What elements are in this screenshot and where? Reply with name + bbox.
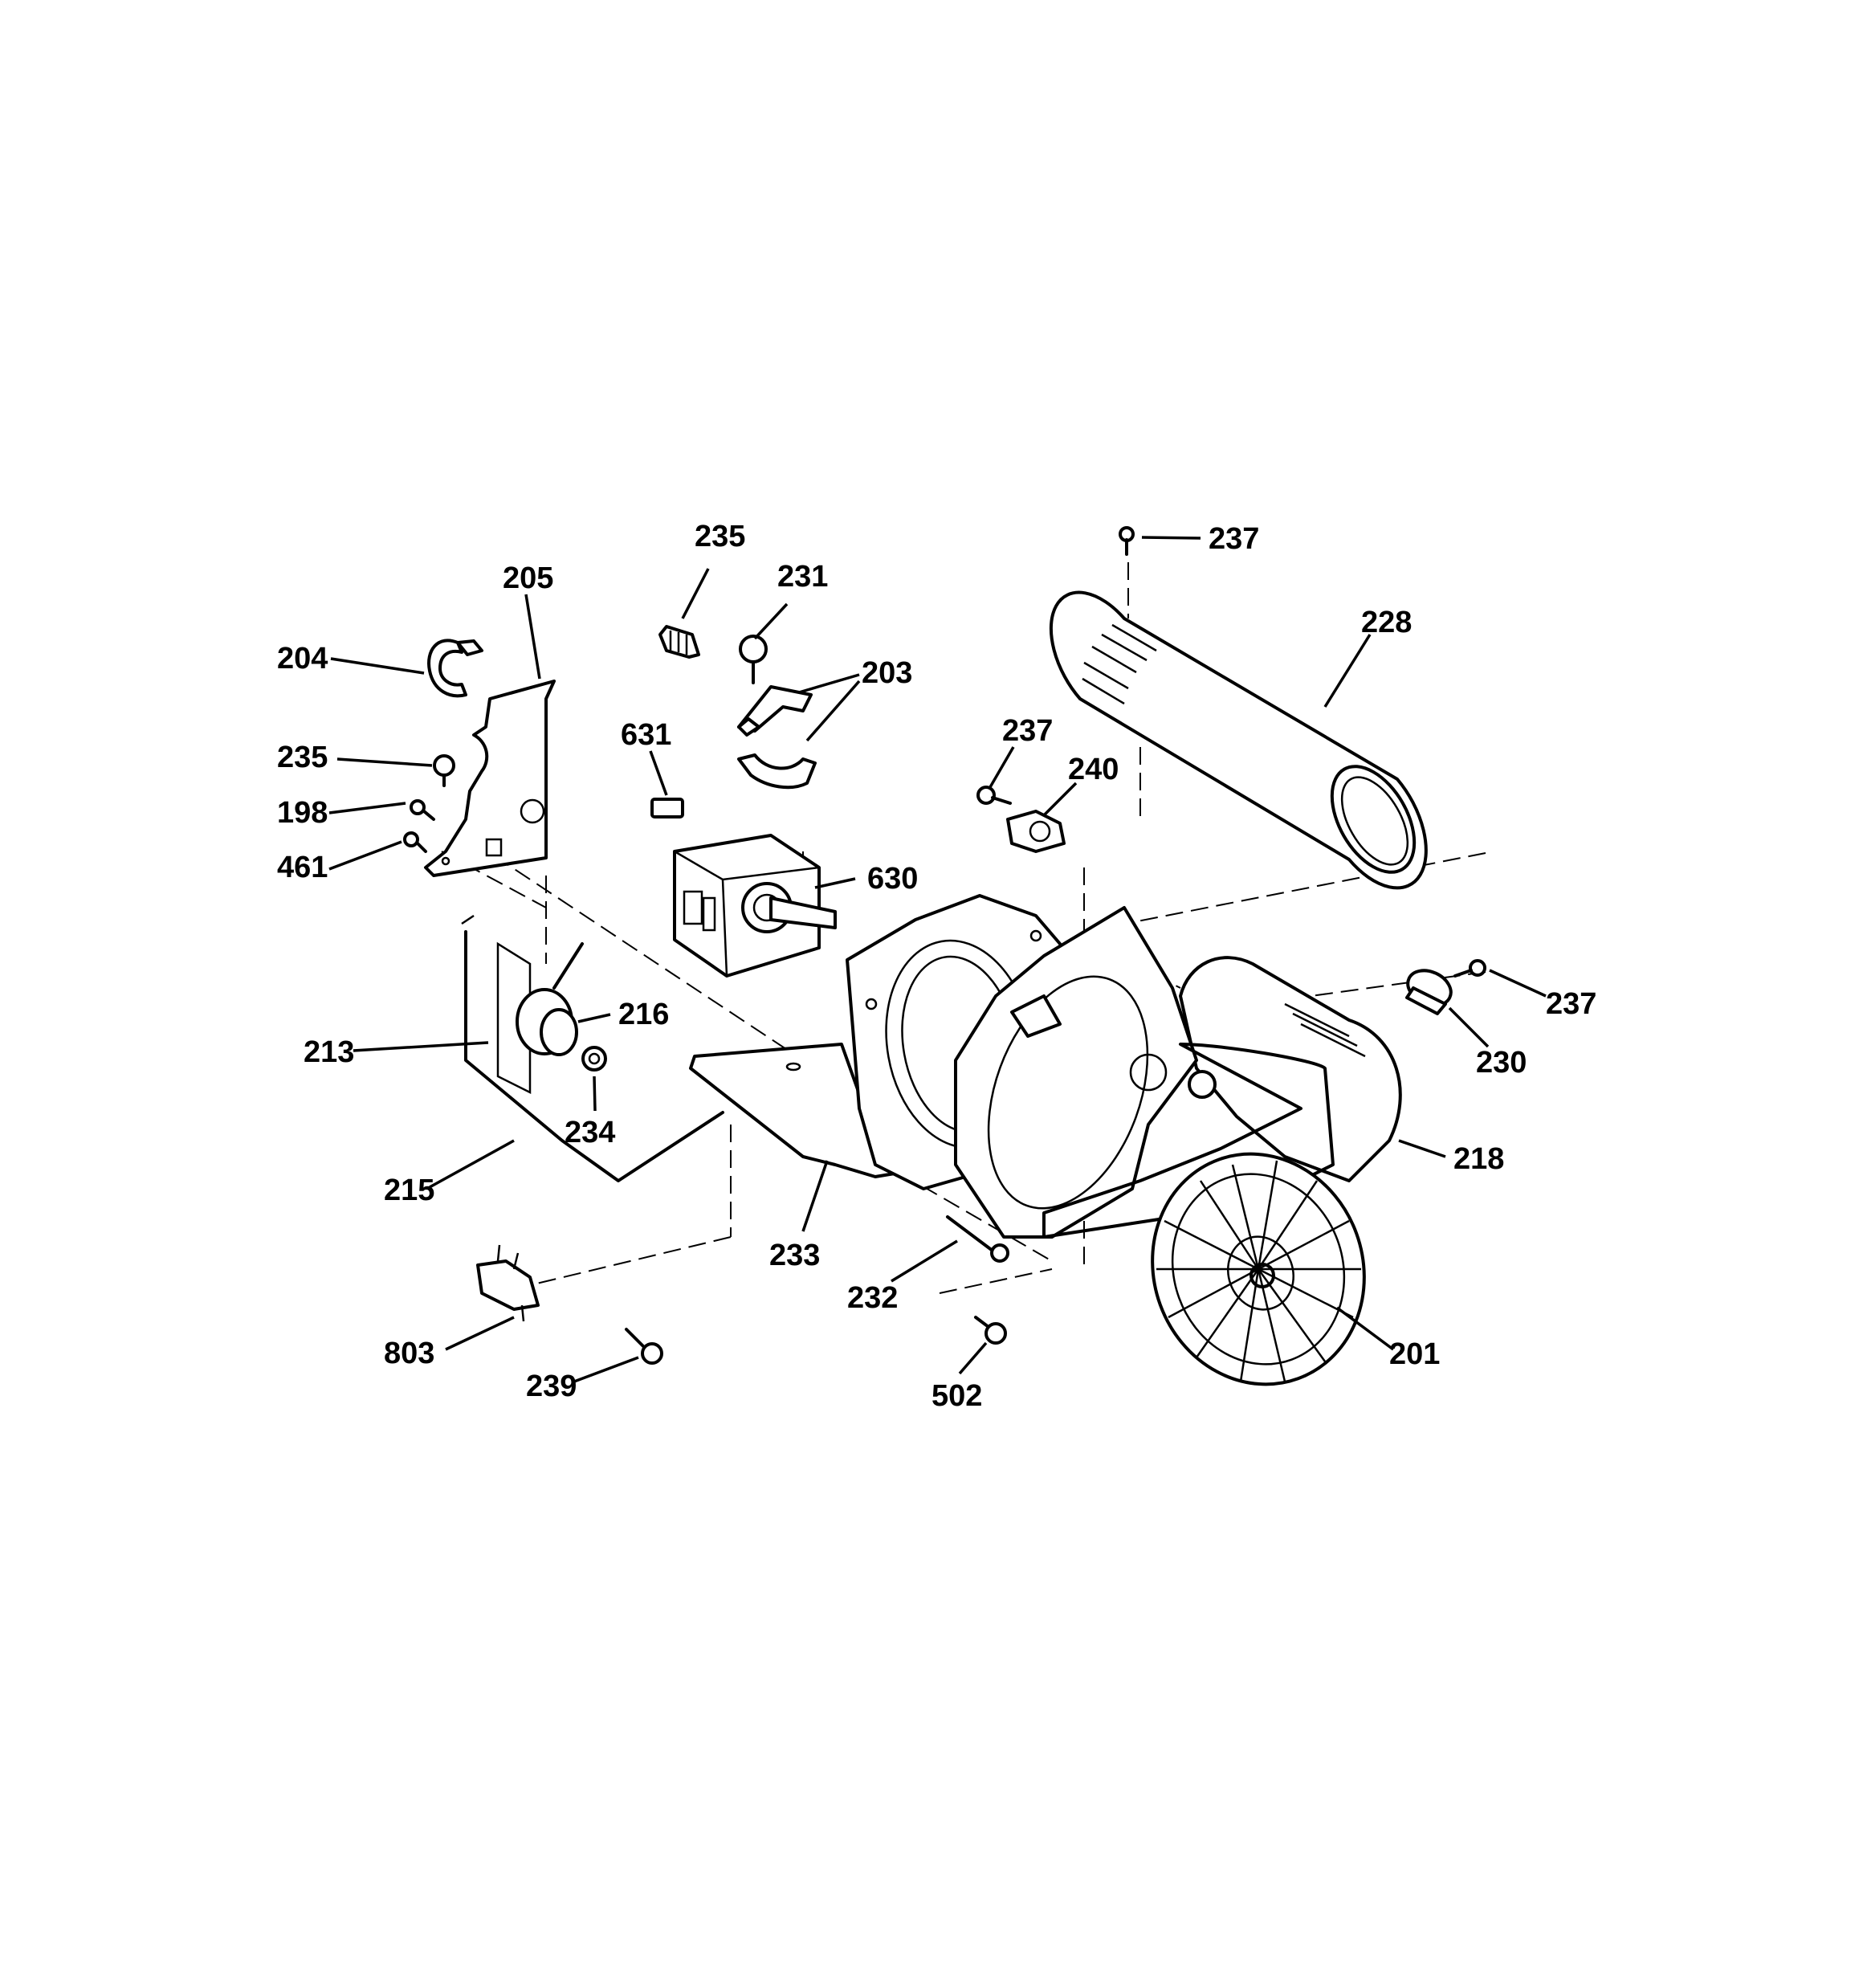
clip-icon xyxy=(427,639,483,698)
callout-label: 237 xyxy=(1209,522,1259,556)
screw-icon xyxy=(658,625,700,659)
callout-label: 203 xyxy=(862,656,912,690)
motor-strap-icon xyxy=(737,685,813,737)
callout-label: 204 xyxy=(277,642,328,676)
callout-label: 201 xyxy=(1389,1337,1440,1371)
callout-label: 235 xyxy=(277,741,328,774)
switch-icon xyxy=(476,1244,540,1322)
leader-lines xyxy=(328,536,1547,1383)
callout-label: 237 xyxy=(1002,714,1053,748)
blower-housing-icon xyxy=(846,894,1402,1239)
blower-wheel-icon xyxy=(1151,1152,1366,1386)
bolt-icon xyxy=(946,1215,1009,1263)
spring-icon xyxy=(461,914,724,1182)
screw-icon xyxy=(625,1328,663,1365)
screw-icon xyxy=(976,786,1012,805)
callout-label: 230 xyxy=(1476,1046,1527,1080)
screw-icon xyxy=(1453,959,1486,978)
callout-label: 237 xyxy=(1546,987,1596,1021)
thermostat-icon xyxy=(1006,810,1066,853)
callout-label: 239 xyxy=(526,1370,577,1403)
callout-label: 205 xyxy=(503,561,553,595)
callout-label: 228 xyxy=(1361,606,1412,639)
capacitor-icon xyxy=(650,798,684,818)
idler-pulley-icon xyxy=(516,942,584,1056)
bushing-icon xyxy=(581,1046,607,1072)
callout-labels: 237 235 231 205 228 204 203 237 631 240 … xyxy=(277,520,1596,1413)
screw-icon xyxy=(739,635,768,684)
callout-label: 631 xyxy=(621,718,671,752)
callout-label: 240 xyxy=(1068,753,1119,786)
idler-arm-icon xyxy=(496,941,532,1095)
screw-icon xyxy=(1119,526,1135,556)
screw-icon xyxy=(403,831,427,853)
callout-label: 231 xyxy=(777,560,828,594)
callout-label: 213 xyxy=(304,1035,354,1069)
callout-label: 215 xyxy=(384,1174,434,1207)
callout-label: 803 xyxy=(384,1337,434,1370)
callout-label: 461 xyxy=(277,851,328,884)
callout-label: 630 xyxy=(867,862,918,896)
screw-icon xyxy=(974,1316,1007,1345)
callout-label: 235 xyxy=(695,520,745,553)
callout-label: 198 xyxy=(277,796,328,830)
callout-label: 502 xyxy=(932,1379,982,1413)
callout-label: 233 xyxy=(769,1239,820,1272)
screw-icon xyxy=(410,799,435,821)
callout-label: 232 xyxy=(847,1281,898,1315)
exhaust-duct-icon xyxy=(1049,590,1428,890)
callout-label: 234 xyxy=(565,1116,615,1149)
thermostat-icon xyxy=(1405,969,1453,1015)
callout-label: 216 xyxy=(618,998,669,1031)
motor-strap-icon xyxy=(737,753,817,790)
callout-label: 218 xyxy=(1453,1142,1504,1176)
bracket-icon xyxy=(424,680,556,877)
motor-icon xyxy=(673,834,837,978)
screw-icon xyxy=(433,754,455,787)
